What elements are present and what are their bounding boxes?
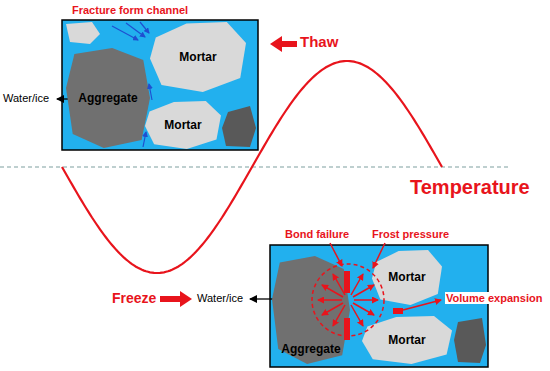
pressure-arrow xyxy=(353,285,374,297)
axis-label: Temperature xyxy=(410,176,530,198)
pressure-arrow xyxy=(318,299,342,301)
callout-label: Bond failure xyxy=(285,228,349,240)
leader-line xyxy=(57,98,68,99)
callout-label: Fracture form channel xyxy=(72,4,188,16)
aggregate-shape: Aggregate xyxy=(66,48,150,148)
node-label: Mortar xyxy=(388,270,425,284)
leader-line xyxy=(403,300,441,310)
thaw-inset xyxy=(62,20,258,150)
zero-line xyxy=(0,166,510,167)
freeze-inset xyxy=(270,245,488,367)
flow-arrow xyxy=(112,26,138,40)
expansion-mark xyxy=(393,308,403,314)
mortar-piece xyxy=(66,22,100,44)
pressure-arrow xyxy=(354,299,378,301)
node-label: Mortar xyxy=(164,118,201,132)
leader-line xyxy=(373,243,385,268)
mortar-shape: Mortar xyxy=(372,250,442,305)
node-label: Aggregate xyxy=(78,91,137,105)
freeze-arrow xyxy=(160,291,192,307)
shape-fill xyxy=(372,250,442,305)
shape-fill xyxy=(145,101,221,149)
flow-arrow xyxy=(149,84,152,100)
flow-arrow xyxy=(143,132,146,147)
aggregate-shape: Aggregate xyxy=(272,256,350,364)
mortar-shape: Mortar xyxy=(145,101,221,149)
bond-failure-mark xyxy=(344,271,350,293)
bond-failure-mark xyxy=(344,318,350,340)
mortar-shape: Mortar xyxy=(150,22,246,92)
callout-label: Volume expansion xyxy=(445,292,543,304)
shape-fill xyxy=(362,316,452,364)
callout-label: Water/ice xyxy=(197,292,243,304)
callout-label: Frost pressure xyxy=(372,228,449,240)
node-label: Mortar xyxy=(388,333,425,347)
aggregate-piece xyxy=(454,318,486,363)
flow-arrow xyxy=(140,22,149,33)
mortar-shape: Mortar xyxy=(362,316,452,364)
leader-line xyxy=(330,243,342,266)
phase-label: Freeze xyxy=(112,291,156,306)
callout-label: Water/ice xyxy=(3,92,49,104)
shape-fill xyxy=(272,256,350,364)
node-label: Aggregate xyxy=(281,342,340,356)
pressure-arrow xyxy=(333,274,345,295)
flow-arrows xyxy=(112,22,152,147)
pressure-arrow xyxy=(353,303,374,315)
thaw-arrow xyxy=(270,36,297,52)
aggregate-piece xyxy=(222,106,256,147)
pressure-arrow xyxy=(333,305,345,326)
phase-label: Thaw xyxy=(300,34,338,51)
shape-fill xyxy=(66,48,150,148)
shape-fill xyxy=(150,22,246,92)
node-label: Mortar xyxy=(179,50,216,64)
